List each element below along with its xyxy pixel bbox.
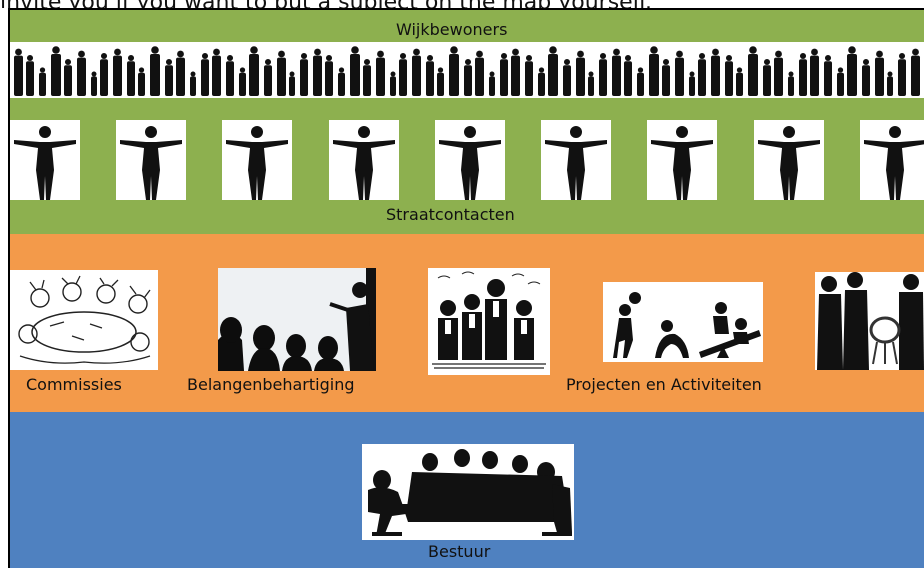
presentation-silhouette-icon	[218, 268, 376, 371]
person-arms-spread-icon	[860, 120, 924, 200]
label-projecten-activiteiten: Projecten en Activiteiten	[566, 375, 762, 394]
board-meeting-icon	[362, 444, 574, 540]
label-straatcontacten: Straatcontacten	[386, 205, 515, 224]
person-arms-spread-icon	[222, 120, 292, 200]
person-arms-spread-icon	[116, 120, 186, 200]
person-arms-spread-icon	[754, 120, 824, 200]
person-arms-spread-icon	[647, 120, 717, 200]
barbecue-group-icon	[815, 272, 924, 370]
diagram-frame	[8, 8, 924, 568]
page-top-text: invite you if you want to put a subject …	[0, 0, 924, 8]
person-arms-spread-icon	[541, 120, 611, 200]
person-arms-spread-icon	[10, 120, 80, 200]
person-arms-spread-icon	[329, 120, 399, 200]
label-belangenbehartiging: Belangenbehartiging	[187, 375, 355, 394]
meeting-sketch-icon	[10, 270, 158, 370]
crowd-silhouette-icon	[14, 46, 920, 96]
label-wijkbewoners: Wijkbewoners	[396, 20, 508, 39]
singers-sketch-icon	[428, 268, 550, 375]
crowd-strip	[10, 42, 924, 98]
children-playing-icon	[603, 282, 763, 362]
label-bestuur: Bestuur	[428, 542, 491, 561]
label-commissies: Commissies	[26, 375, 122, 394]
person-arms-spread-icon	[435, 120, 505, 200]
